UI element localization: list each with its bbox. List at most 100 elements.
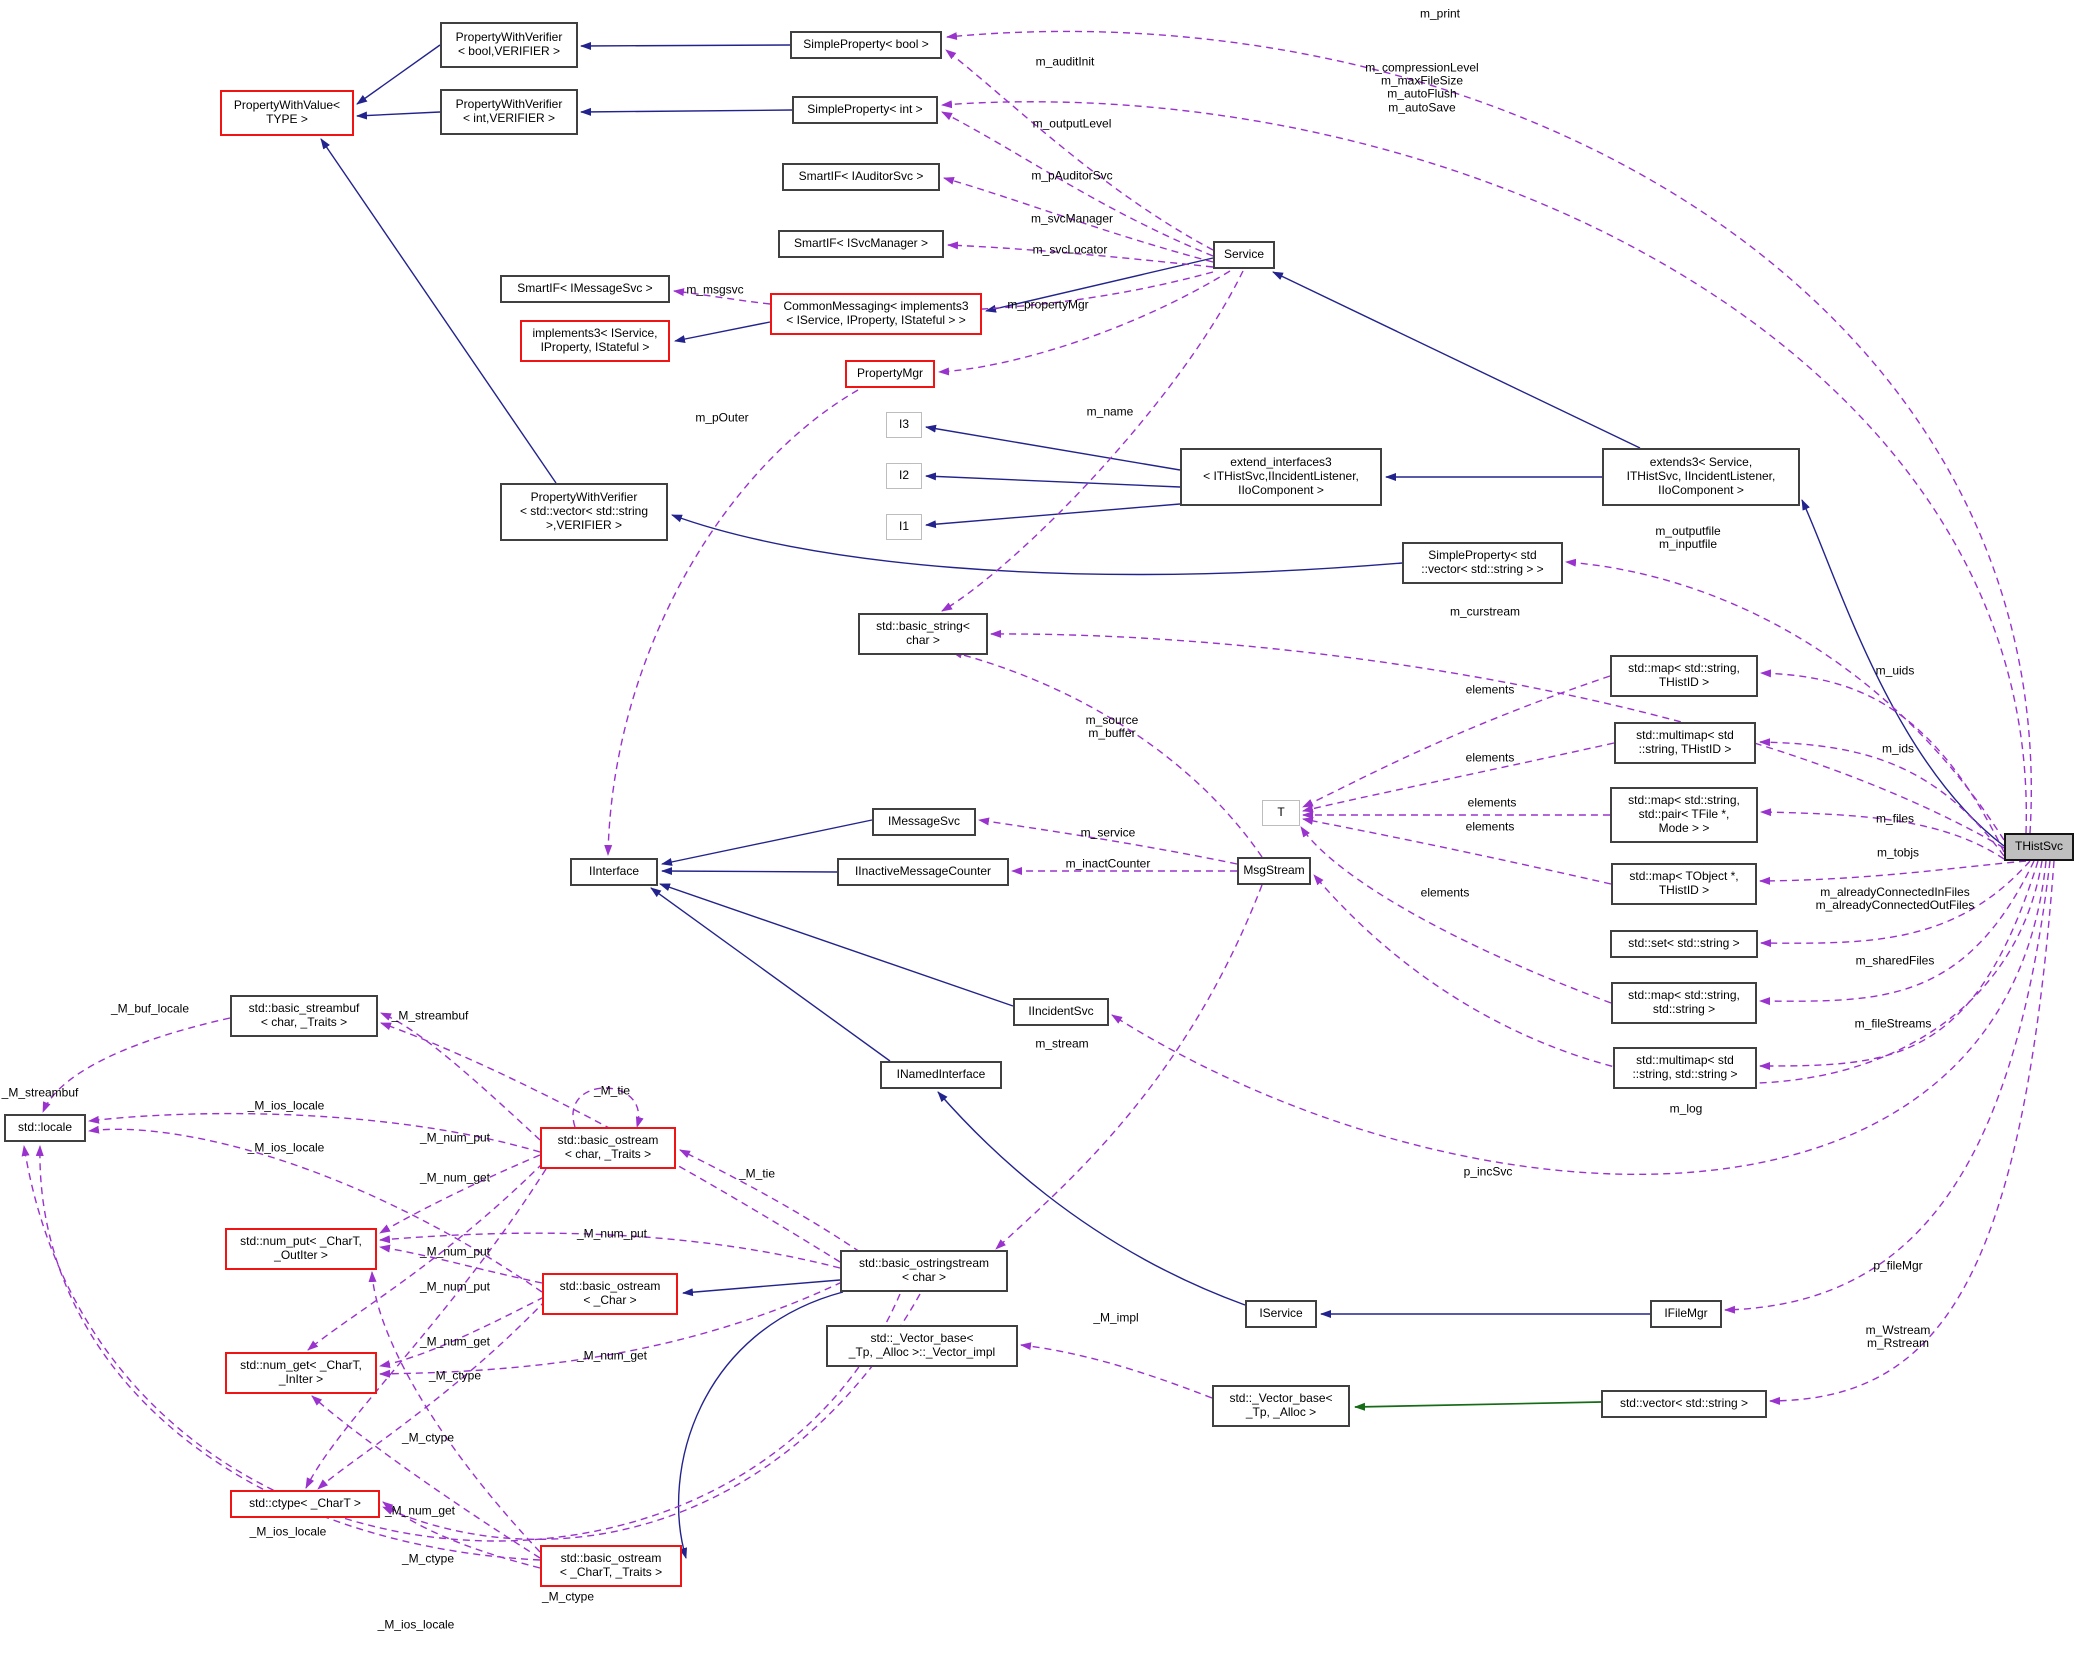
node-basic-ostream-chart[interactable]: std::basic_ostream< _CharT, _Traits > <box>540 1545 682 1587</box>
edge-label-line: elements <box>1465 819 1515 834</box>
edge-dashed <box>1565 558 2005 841</box>
node-vector-impl[interactable]: std::_Vector_base<_Tp, _Alloc >::_Vector… <box>826 1325 1018 1367</box>
node-msgstream[interactable]: MsgStream <box>1237 857 1311 885</box>
node-commonmessaging[interactable]: CommonMessaging< implements3< IService, … <box>770 293 982 335</box>
edge-label-line: m_alreadyConnectedInFiles <box>1820 884 1970 899</box>
node-text-line: std::multimap< std <box>1636 728 1734 743</box>
edge-label-line: m_service <box>1080 825 1136 840</box>
node-text-line: IMessageSvc <box>887 814 961 829</box>
edge-label: _M_num_put <box>420 1280 490 1293</box>
node-pwv-vector[interactable]: PropertyWithVerifier< std::vector< std::… <box>500 483 668 541</box>
edge-label-line: m_uids <box>1875 663 1915 678</box>
edge-label: m_print <box>1420 7 1460 20</box>
edge-solid <box>659 883 1014 1007</box>
node-iservice[interactable]: IService <box>1245 1300 1317 1328</box>
node-set-string[interactable]: std::set< std::string > <box>1610 930 1758 958</box>
node-basic-ostringstream[interactable]: std::basic_ostringstream< char > <box>840 1250 1008 1292</box>
node-implements3[interactable]: implements3< IService,IProperty, IStatef… <box>520 320 670 362</box>
edge-dashed <box>1111 860 2047 1175</box>
node-map-string-tfile-mode[interactable]: std::map< std::string,std::pair< TFile *… <box>1610 787 1758 843</box>
edge-dashed <box>995 884 1263 1250</box>
edge-solid <box>356 111 441 120</box>
node-propertymgr[interactable]: PropertyMgr <box>845 360 935 388</box>
node-extend-interfaces3[interactable]: extend_interfaces3< ITHistSvc,IIncidentL… <box>1180 448 1382 506</box>
node-map-string-thistid[interactable]: std::map< std::string,THistID > <box>1610 655 1758 697</box>
node-text-line: _Tp, _Alloc >::_Vector_impl <box>848 1345 996 1359</box>
edge-label-line: m_stream <box>1035 1036 1089 1051</box>
edge-label-line: _M_num_put <box>419 1279 491 1294</box>
node-basic-ostream-char[interactable]: std::basic_ostream< char, _Traits > <box>540 1127 676 1169</box>
edge-dashed <box>1760 669 2005 853</box>
node-text-line: PropertyWithValue< <box>233 98 341 113</box>
node-extends3[interactable]: extends3< Service,ITHistSvc, IIncidentLi… <box>1602 448 1800 506</box>
node-multimap-string-string[interactable]: std::multimap< std::string, std::string … <box>1613 1047 1757 1089</box>
node-iinactivemessagecounter[interactable]: IInactiveMessageCounter <box>837 858 1009 886</box>
node-t-param: T <box>1262 800 1300 826</box>
node-basic-streambuf[interactable]: std::basic_streambuf< char, _Traits > <box>230 995 378 1037</box>
edge-label-line: _M_num_get <box>419 1170 491 1185</box>
node-text-line: extend_interfaces3 <box>1230 455 1332 470</box>
edge-label-line: m_source <box>1085 712 1139 727</box>
node-basic-ostream-char2[interactable]: std::basic_ostream< _Char > <box>542 1273 678 1315</box>
node-text-line: std::basic_streambuf <box>248 1001 360 1016</box>
node-ctype[interactable]: std::ctype< _CharT > <box>230 1490 380 1518</box>
node-text-line: std::_Vector_base< <box>1229 1391 1333 1406</box>
node-iinterface[interactable]: IInterface <box>570 858 658 886</box>
node-vector-base[interactable]: std::_Vector_base<_Tp, _Alloc > <box>1212 1385 1350 1427</box>
edge-label: m_ids <box>1882 742 1914 755</box>
edge-solid <box>925 503 1181 529</box>
node-text-line: SimpleProperty< bool > <box>803 37 929 52</box>
node-pwv-bool[interactable]: PropertyWithVerifier< bool,VERIFIER > <box>440 22 578 68</box>
node-imessagesvc[interactable]: IMessageSvc <box>872 808 976 836</box>
node-smartif-imessagesvc[interactable]: SmartIF< IMessageSvc > <box>500 275 670 303</box>
edge-dashed <box>1759 860 2035 1006</box>
edge-label: _M_buf_locale <box>111 1002 189 1015</box>
edge-dashed <box>35 1145 541 1561</box>
edge-label: _M_ios_locale <box>248 1099 325 1112</box>
edge-label: _M_num_put <box>420 1245 490 1258</box>
edge-label-line: _M_ios_locale <box>247 1140 325 1155</box>
edge-solid <box>682 1279 841 1297</box>
node-basic-string[interactable]: std::basic_string<char > <box>858 613 988 655</box>
node-text-line: THistID > <box>1658 883 1710 897</box>
node-service[interactable]: Service <box>1213 241 1275 269</box>
node-text-line: std::pair< TFile *, <box>1638 807 1730 822</box>
edge-label-line: _M_num_put <box>576 1226 648 1241</box>
node-text-line: I3 <box>898 417 909 432</box>
edge-dashed <box>990 629 2005 849</box>
node-map-tobject-thistid[interactable]: std::map< TObject *,THistID > <box>1611 863 1757 905</box>
node-iincidentsvc[interactable]: IIncidentSvc <box>1013 998 1109 1026</box>
edge-dashed <box>945 49 1214 251</box>
node-pwv-int[interactable]: PropertyWithVerifier< int,VERIFIER > <box>440 89 578 135</box>
edge-dashed <box>368 1271 541 1553</box>
edge-dashed <box>1302 675 1611 808</box>
node-simpleproperty-int[interactable]: SimpleProperty< int > <box>792 96 938 124</box>
node-text-line: CommonMessaging< implements3 <box>783 299 969 314</box>
node-inamedinterface[interactable]: INamedInterface <box>880 1061 1002 1089</box>
node-vector-string[interactable]: std::vector< std::string > <box>1601 1390 1767 1418</box>
edge-label: m_stream <box>1035 1037 1088 1050</box>
node-simpleproperty-bool[interactable]: SimpleProperty< bool > <box>790 31 942 59</box>
node-text-line: std::basic_ostream <box>557 1133 659 1148</box>
edge-label-line: m_fileStreams <box>1854 1016 1932 1031</box>
edge-solid <box>671 514 1403 576</box>
node-propertywithvalue[interactable]: PropertyWithValue<TYPE > <box>220 90 354 136</box>
node-text-line: std::string > <box>1652 1002 1716 1016</box>
node-text-line: std::_Vector_base< <box>870 1331 974 1346</box>
node-num-put[interactable]: std::num_put< _CharT,_OutIter > <box>225 1228 377 1270</box>
node-ifilemgr[interactable]: IFileMgr <box>1650 1300 1722 1328</box>
node-num-get[interactable]: std::num_get< _CharT,_InIter > <box>225 1352 377 1394</box>
node-text-line: char > <box>906 633 940 647</box>
edge-label-line: elements <box>1467 795 1517 810</box>
edge-label-line: m_log <box>1669 1101 1703 1116</box>
node-map-string-string[interactable]: std::map< std::string,std::string > <box>1611 982 1757 1024</box>
node-smartif-isvcmanager[interactable]: SmartIF< ISvcManager > <box>778 230 944 258</box>
node-multimap-string-thistid[interactable]: std::multimap< std::string, THistID > <box>1614 722 1756 764</box>
edge-label-line: _M_ctype <box>401 1430 455 1445</box>
node-text-line: I1 <box>898 519 909 534</box>
node-locale[interactable]: std::locale <box>4 1114 86 1142</box>
node-text-line: std::num_put< _CharT, <box>240 1234 362 1249</box>
node-simpleproperty-vector[interactable]: SimpleProperty< std::vector< std::string… <box>1402 542 1563 584</box>
node-text-line: IFileMgr <box>1664 1306 1708 1321</box>
node-smartif-iauditorsvc[interactable]: SmartIF< IAuditorSvc > <box>782 163 940 191</box>
